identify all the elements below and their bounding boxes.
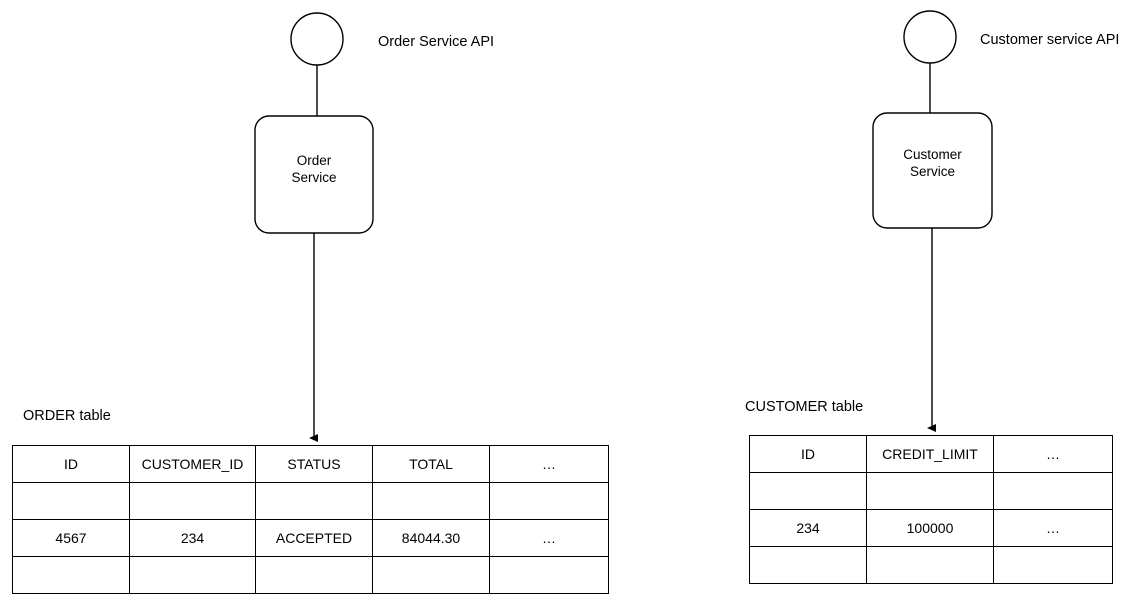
- table-cell: [749, 546, 867, 584]
- customer-service-api-label: Customer service API: [980, 32, 1120, 48]
- table-cell: 4567: [12, 519, 130, 557]
- table-row: [12, 556, 609, 594]
- column-header: …: [489, 445, 609, 483]
- table-cell: [372, 482, 490, 520]
- order-service-label: Order Service: [291, 153, 337, 185]
- table-cell: [12, 482, 130, 520]
- table-cell: [12, 556, 130, 594]
- table-cell: [866, 472, 994, 510]
- table-cell: …: [489, 519, 609, 557]
- table-cell: 234: [749, 509, 867, 547]
- table-cell: [993, 546, 1113, 584]
- column-header: CREDIT_LIMIT: [866, 435, 994, 473]
- table-cell: …: [993, 509, 1113, 547]
- table-cell: [749, 472, 867, 510]
- column-header: CUSTOMER_ID: [129, 445, 256, 483]
- customer-table: ID CREDIT_LIMIT … 234 100000 …: [749, 435, 1113, 584]
- table-row: 4567 234 ACCEPTED 84044.30 …: [12, 519, 609, 557]
- table-cell: [255, 556, 373, 594]
- table-row: [749, 472, 1113, 510]
- column-header: ID: [749, 435, 867, 473]
- customer-api-circle-icon: [903, 10, 957, 64]
- column-header: ID: [12, 445, 130, 483]
- table-cell: [489, 556, 609, 594]
- table-cell: [129, 482, 256, 520]
- table-cell: [489, 482, 609, 520]
- table-cell: [129, 556, 256, 594]
- table-cell: [993, 472, 1113, 510]
- table-row: [12, 482, 609, 520]
- column-header: STATUS: [255, 445, 373, 483]
- table-cell: [866, 546, 994, 584]
- table-cell: 100000: [866, 509, 994, 547]
- customer-service-label: Customer Service: [903, 147, 962, 179]
- table-row: 234 100000 …: [749, 509, 1113, 547]
- order-api-circle-icon: [290, 12, 344, 66]
- order-table-body: ID CUSTOMER_ID STATUS TOTAL … 4567 234 A…: [12, 445, 609, 594]
- table-cell: [372, 556, 490, 594]
- order-service-api-label: Order Service API: [378, 34, 495, 50]
- customer-table-body: ID CREDIT_LIMIT … 234 100000 …: [749, 435, 1113, 584]
- order-table-caption: ORDER table: [23, 408, 111, 424]
- column-header: …: [993, 435, 1113, 473]
- column-header: TOTAL: [372, 445, 490, 483]
- table-cell: [255, 482, 373, 520]
- table-header-row: ID CUSTOMER_ID STATUS TOTAL …: [12, 445, 609, 483]
- order-table: ID CUSTOMER_ID STATUS TOTAL … 4567 234 A…: [12, 445, 609, 594]
- table-cell: 234: [129, 519, 256, 557]
- table-row: [749, 546, 1113, 584]
- table-cell: 84044.30: [372, 519, 490, 557]
- table-cell: ACCEPTED: [255, 519, 373, 557]
- table-header-row: ID CREDIT_LIMIT …: [749, 435, 1113, 473]
- customer-table-caption: CUSTOMER table: [745, 399, 864, 415]
